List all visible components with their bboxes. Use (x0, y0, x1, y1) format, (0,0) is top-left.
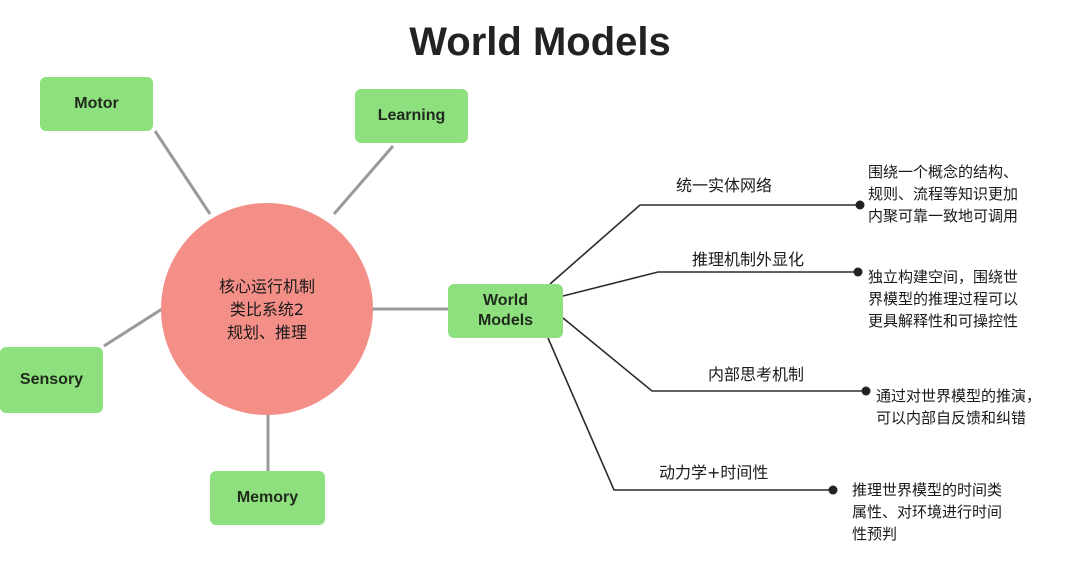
branch-dot-3 (861, 386, 871, 396)
core-line-3: 规划、推理 (226, 322, 307, 342)
branch-description-2: 独立构建空间，围绕世 界模型的推理过程可以 更具解释性和可操控性 (868, 266, 1018, 332)
branch-dot-2 (853, 267, 863, 277)
branch-description-4-line: 属性、对环境进行时间 (852, 503, 1003, 521)
branch-label-2: 推理机制外显化 (692, 250, 805, 269)
branch-description-1: 围绕一个概念的结构、 规则、流程等知识更加 内聚可靠一致地可调用 (868, 161, 1018, 227)
spoke-sensory (103, 307, 163, 348)
branch-description-4-line: 性预判 (852, 525, 898, 543)
branch-description-2-line: 界模型的推理过程可以 (868, 290, 1019, 308)
diagram-title: World Models (409, 20, 671, 64)
node-world-models: World Models (448, 284, 563, 338)
node-world-models-line-1: World (482, 292, 529, 309)
node-sensory: Sensory (0, 347, 103, 413)
core-circle: 核心运行机制 类比系统2 规划、推理 (161, 203, 373, 415)
branch-line-2 (562, 271, 858, 297)
branch-label-1: 统一实体网络 (676, 176, 773, 195)
branch-description-1-line: 内聚可靠一致地可调用 (868, 207, 1019, 225)
branch-description-4: 推理世界模型的时间类 属性、对环境进行时间 性预判 (852, 479, 1002, 545)
branch-description-3: 通过对世界模型的推演， 可以内部自反馈和纠错 (876, 385, 1041, 429)
node-motor: Motor (40, 77, 153, 131)
branch-label-3: 内部思考机制 (708, 365, 805, 384)
spoke-motor (153, 130, 212, 215)
branch-description-1-line: 规则、流程等知识更加 (868, 185, 1019, 203)
node-world-models-line-2: Models (477, 312, 534, 329)
branch-label-4: 动力学+时间性 (659, 463, 769, 482)
branch-line-3 (562, 317, 866, 392)
spoke-learning (332, 145, 395, 215)
branch-description-2-line: 独立构建空间，围绕世 (868, 268, 1019, 286)
core-line-1: 核心运行机制 (218, 276, 315, 296)
branch-description-4-line: 推理世界模型的时间类 (852, 481, 1003, 499)
branch-line-1 (549, 204, 860, 285)
branch-description-1-line: 围绕一个概念的结构、 (868, 163, 1019, 181)
node-learning: Learning (355, 89, 468, 143)
branch-dot-1 (855, 200, 865, 210)
branch-line-4 (547, 337, 833, 491)
branch-dot-4 (828, 485, 838, 495)
node-memory: Memory (210, 471, 325, 525)
branch-description-3-line: 通过对世界模型的推演， (876, 387, 1042, 405)
core-line-2: 类比系统2 (229, 299, 305, 319)
branch-description-2-line: 更具解释性和可操控性 (868, 312, 1019, 330)
branch-description-3-line: 可以内部自反馈和纠错 (876, 409, 1027, 427)
